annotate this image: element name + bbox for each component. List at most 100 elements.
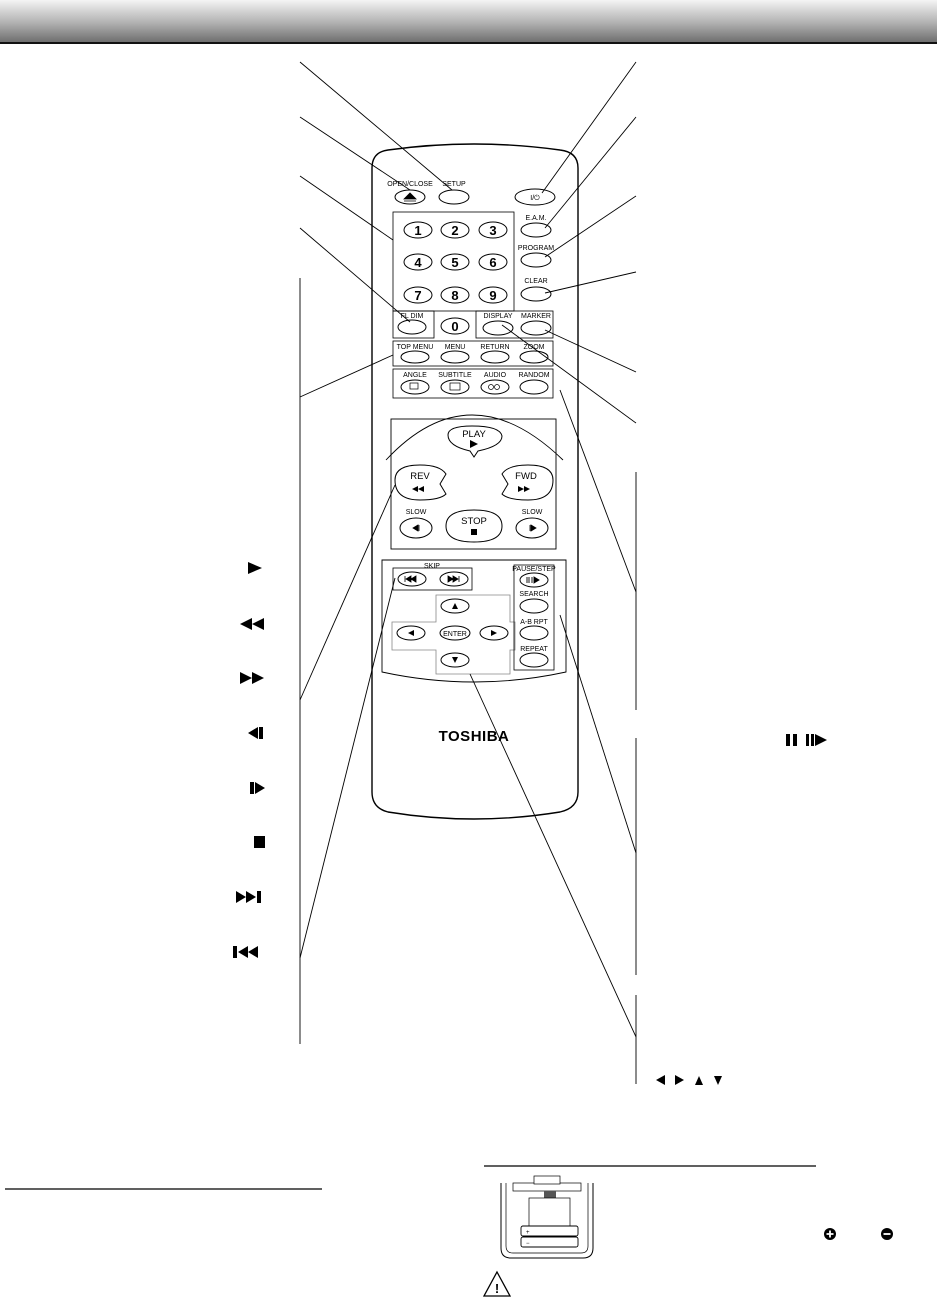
svg-text:MENU: MENU [445,344,466,351]
svg-text:4: 4 [414,255,422,270]
right-symbol-icon [675,1075,684,1085]
svg-text:ANGLE: ANGLE [403,372,427,379]
header-bar [0,0,937,44]
slow-fwd-button[interactable]: SLOW [515,509,549,539]
svg-text:REPEAT: REPEAT [520,646,548,653]
cursor-pad-frame [391,594,516,675]
up-arrow-button[interactable] [440,598,470,614]
fwd-symbol-icon [240,672,264,684]
eam-button[interactable]: E.A.M. [520,215,552,238]
skip-prev-button[interactable] [397,571,427,587]
number-button-4[interactable]: 4 [403,253,433,271]
open-close-button[interactable]: OPEN/CLOSE [387,181,433,205]
svg-text:STOP: STOP [461,516,487,527]
skip-frame [392,567,473,591]
svg-text:9: 9 [489,288,496,303]
number-button-2[interactable]: 2 [440,221,470,239]
top-menu-button[interactable]: TOP MENU [397,344,434,364]
ab-repeat-button[interactable]: A-B RPT [519,619,549,641]
svg-text:SEARCH: SEARCH [519,591,548,598]
number-pad-frame [392,211,515,312]
program-button[interactable]: PROGRAM [518,245,554,268]
svg-text:PLAY: PLAY [462,429,486,440]
menu-row-frame [392,340,554,367]
random-button[interactable]: RANDOM [518,372,550,395]
svg-text:E.A.M.: E.A.M. [525,215,546,222]
svg-text:7: 7 [414,288,421,303]
number-button-9[interactable]: 9 [478,286,508,304]
fwd-button[interactable]: FWD [501,464,554,501]
up-symbol-icon [695,1076,703,1085]
return-button[interactable]: RETURN [480,344,510,364]
enter-button[interactable]: ENTER [439,625,471,641]
play-button[interactable]: PLAY [447,425,503,458]
number-button-3[interactable]: 3 [478,221,508,239]
svg-text:ENTER: ENTER [443,631,467,638]
svg-text:5: 5 [451,255,458,270]
display-button[interactable]: DISPLAY [482,313,514,336]
svg-text:AUDIO: AUDIO [484,372,507,379]
svg-text:SUBTITLE: SUBTITLE [438,372,472,379]
setup-button[interactable]: SETUP [438,181,470,205]
number-button-1[interactable]: 1 [403,221,433,239]
number-button-6[interactable]: 6 [478,253,508,271]
pause-step-icon [526,576,540,584]
step-symbol-icon [806,734,827,746]
rev-button[interactable]: REV [394,464,447,501]
number-button-5[interactable]: 5 [440,253,470,271]
svg-text:TOP MENU: TOP MENU [397,344,434,351]
up-arrow-icon [452,603,458,609]
down-symbol-icon [714,1076,722,1085]
number-button-8[interactable]: 8 [440,286,470,304]
svg-text:DISPLAY: DISPLAY [483,313,512,320]
angle-button[interactable]: ANGLE [400,372,430,395]
fl-dim-button[interactable]: FL DIM [397,313,427,335]
legend-left [233,562,265,958]
svg-text:A-B RPT: A-B RPT [520,619,548,626]
slow-forward-icon [529,524,537,532]
slow-rev-symbol-icon [248,727,263,739]
power-button[interactable]: I/⏻ [514,188,556,206]
svg-text:FWD: FWD [515,471,537,482]
number-pad: 1 2 3 4 5 6 7 8 9 0 [403,221,508,335]
left-symbol-icon [656,1075,665,1085]
play-symbol-icon [248,562,262,574]
audio-button[interactable]: AUDIO [480,372,510,395]
number-button-7[interactable]: 7 [403,286,433,304]
zoom-button[interactable]: ZOOM [519,344,549,364]
skip-next-button[interactable] [439,571,469,587]
stop-button[interactable]: STOP [445,509,503,543]
plus-polarity-icon [824,1228,836,1240]
left-arrow-button[interactable] [396,625,426,641]
stop-icon [471,529,477,535]
svg-text:ZOOM: ZOOM [524,344,545,351]
svg-text:2: 2 [451,223,458,238]
search-button[interactable]: SEARCH [519,591,549,614]
clear-button[interactable]: CLEAR [520,278,552,302]
function-row-frame [392,368,554,399]
slow-reverse-icon [412,524,420,532]
audio-icon [488,384,494,390]
pause-step-button[interactable]: PAUSE/STEP [512,566,556,588]
skip-next-symbol-icon [236,891,261,903]
menu-button[interactable]: MENU [440,344,470,364]
pause-symbol-icon [786,734,797,746]
camera-icon [409,382,419,390]
skip-next-icon [447,575,460,583]
transport-frame [390,418,557,550]
number-button-0[interactable]: 0 [440,317,470,335]
down-arrow-button[interactable] [440,652,470,668]
marker-button[interactable]: MARKER [520,313,552,336]
svg-text:OPEN/CLOSE: OPEN/CLOSE [387,181,433,188]
play-icon [470,440,478,448]
fl-dim-frame [392,310,435,339]
right-arrow-button[interactable] [479,625,509,641]
transport-arc [385,414,564,461]
slow-rev-button[interactable]: SLOW [399,509,433,539]
repeat-button[interactable]: REPEAT [519,646,549,668]
subtitle-icon [449,382,461,391]
svg-text:PAUSE/STEP: PAUSE/STEP [512,566,556,573]
subtitle-button[interactable]: SUBTITLE [438,372,472,395]
battery-compartment-illustration: + − [500,1175,594,1259]
